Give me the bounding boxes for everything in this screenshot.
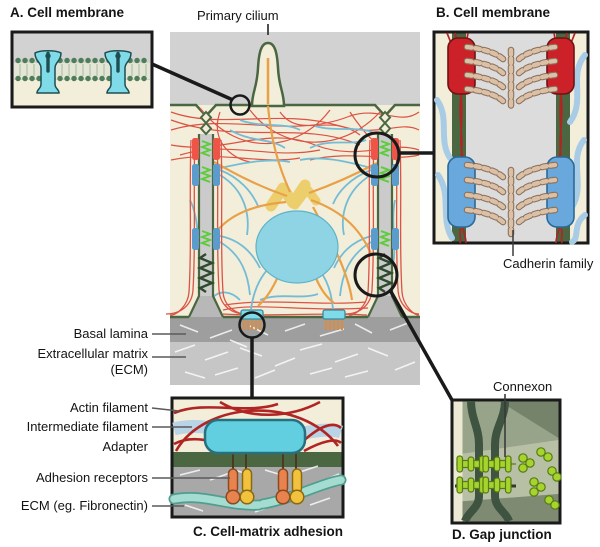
receptor-stalks bbox=[232, 451, 297, 472]
panel-c-title: C. Cell-matrix adhesion bbox=[193, 524, 344, 539]
fibronectin-fiber bbox=[168, 474, 347, 511]
desmosome bbox=[192, 228, 220, 250]
magnifier-circle-d bbox=[353, 252, 399, 298]
panel-a-inset bbox=[10, 30, 154, 109]
panel-d-title: D. Gap junction bbox=[452, 527, 552, 542]
plasma-membrane-band bbox=[173, 452, 342, 467]
cell-matrix-adhesion bbox=[240, 309, 264, 330]
callout-connectors bbox=[151, 62, 454, 401]
adhesion-plaque-red bbox=[447, 37, 476, 95]
ecm-label-line1: Extracellular matrix bbox=[37, 346, 148, 361]
connector-line-d bbox=[388, 289, 454, 401]
panel-a-title: A. Cell membrane bbox=[10, 5, 125, 20]
membrane-channel bbox=[34, 50, 62, 94]
actin-filament-label: Actin filament bbox=[69, 400, 148, 415]
magnifier-circle-a bbox=[229, 94, 251, 116]
main-cell-diagram bbox=[165, 32, 420, 385]
desmosome bbox=[371, 228, 399, 250]
panel-b-inset bbox=[432, 30, 590, 256]
centrosome-arm bbox=[290, 184, 321, 210]
connexon-face-view bbox=[518, 447, 562, 510]
adhesion-receptor bbox=[275, 468, 305, 505]
adherens-junction bbox=[192, 138, 220, 160]
gap-junction-spring bbox=[375, 253, 395, 293]
connexon-label: Connexon bbox=[493, 379, 553, 394]
magnifier-circle-b bbox=[353, 131, 401, 179]
tight-junction bbox=[199, 110, 213, 136]
intermediate-filament-ribbons bbox=[434, 52, 588, 245]
adhesion-receptors-label: Adhesion receptors bbox=[35, 470, 148, 485]
adhesion-plaque-red bbox=[546, 37, 575, 95]
membrane-channel bbox=[104, 50, 132, 94]
primary-cilium-label: Primary cilium bbox=[197, 8, 279, 23]
connexon-channel bbox=[456, 455, 512, 494]
ecm-fibronectin-label: ECM (eg. Fibronectin) bbox=[20, 498, 148, 513]
ecm-label-line2: (ECM) bbox=[110, 362, 148, 377]
ecm-band bbox=[170, 342, 420, 385]
desmosome bbox=[192, 164, 220, 186]
panel-c-inset bbox=[168, 396, 347, 519]
cadherin-family-label: Cadherin family bbox=[503, 256, 594, 271]
cell-matrix-adhesion bbox=[322, 309, 346, 330]
basal-lamina-label: Basal lamina bbox=[73, 326, 148, 341]
label-leader-lines bbox=[151, 333, 230, 507]
ecm-fiber-segments bbox=[174, 322, 416, 379]
left-junction-column bbox=[165, 110, 255, 318]
nucleus bbox=[255, 210, 339, 284]
adherens-junction bbox=[371, 138, 399, 160]
adapter-label: Adapter bbox=[102, 439, 148, 454]
cadherin-chains bbox=[463, 43, 559, 238]
adhesion-receptor bbox=[225, 468, 255, 505]
gap-junction-spring bbox=[196, 253, 216, 293]
exterior-space bbox=[170, 32, 420, 105]
panel-b-title: B. Cell membrane bbox=[436, 5, 551, 20]
connector-line-a bbox=[151, 62, 234, 102]
intermediate-filament-label: Intermediate filament bbox=[26, 419, 148, 434]
background-band bbox=[500, 401, 559, 438]
basal-lamina-band bbox=[170, 317, 420, 342]
panel-d-inset bbox=[450, 394, 562, 525]
adapter-protein bbox=[203, 418, 307, 455]
